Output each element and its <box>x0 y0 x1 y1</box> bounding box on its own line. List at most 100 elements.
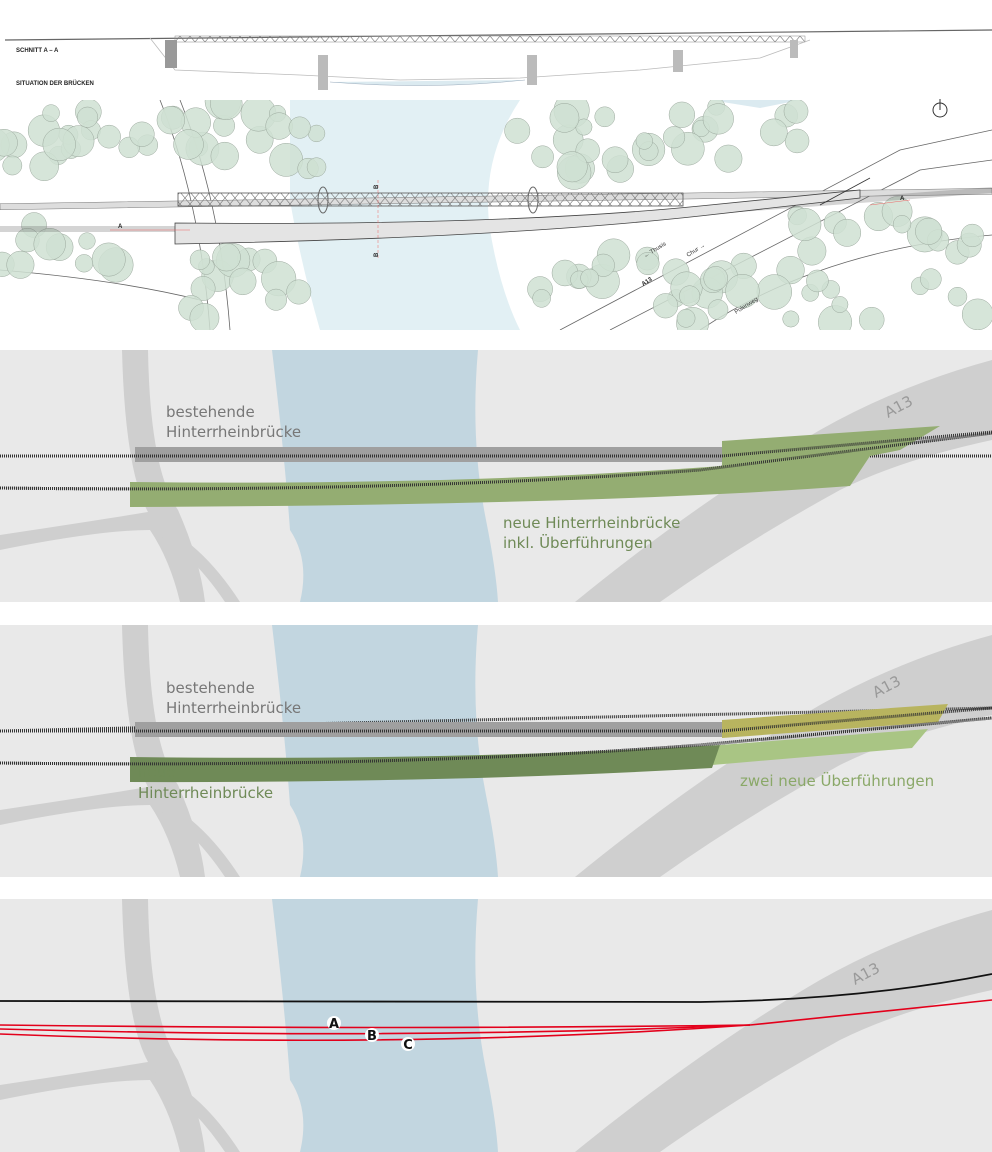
tree <box>33 228 66 261</box>
tree <box>601 146 629 174</box>
tree <box>707 299 729 320</box>
tree <box>265 288 287 311</box>
tree <box>549 103 580 133</box>
tree <box>78 232 96 250</box>
tree <box>635 132 653 150</box>
tree <box>797 236 827 266</box>
tree <box>156 106 185 135</box>
existing-alignment <box>0 973 992 1003</box>
tree <box>833 218 862 247</box>
tree <box>783 100 809 124</box>
tree <box>2 155 23 176</box>
tree <box>229 267 257 296</box>
svg-text:C: C <box>403 1038 413 1053</box>
label-new-line1: neue <box>138 763 175 781</box>
tree <box>189 303 220 330</box>
situation-plan: A A B B ← Thusis Chur → A13 Polenweg <box>0 100 992 330</box>
alignment-c-line <box>0 1024 751 1042</box>
tree <box>947 287 968 307</box>
tree <box>636 252 660 276</box>
tree <box>892 215 912 234</box>
label-new-line2: Hinterrheinbrücke <box>138 784 273 802</box>
tree <box>676 308 696 328</box>
panel-new-bridge-with-overpasses: bestehende Hinterrheinbrücke neue Hinter… <box>0 350 992 602</box>
tree <box>831 296 849 313</box>
tree <box>782 310 800 328</box>
situation-title: SITUATION DER BRÜCKEN <box>16 80 94 87</box>
tree <box>265 112 293 140</box>
label-existing-line1: bestehende <box>166 679 255 697</box>
section-elevation: SCHNITT A – A SITUATION DER BRÜCKEN <box>4 29 992 90</box>
tree <box>0 128 18 157</box>
tree <box>756 274 793 310</box>
tree <box>210 100 243 120</box>
panel-variant-two-overpasses: bestehende Hinterrheinbrücke neue Hinter… <box>0 625 992 877</box>
plan-drawing-panel: SCHNITT A – A SITUATION DER BRÜCKEN <box>0 0 992 332</box>
tree <box>531 145 554 169</box>
label-new-line1: neue Hinterrheinbrücke <box>503 514 680 532</box>
trees <box>0 100 992 330</box>
tree <box>714 144 743 173</box>
tree <box>760 118 788 147</box>
tree <box>806 269 829 293</box>
svg-text:A: A <box>329 1017 339 1032</box>
tree <box>306 157 327 177</box>
tree <box>915 217 943 245</box>
tree <box>668 101 696 128</box>
tree <box>788 208 822 242</box>
section-marker-b-bottom: B <box>374 252 380 257</box>
section-marker-b-top: B <box>374 184 380 189</box>
tree <box>42 127 76 162</box>
tree <box>288 116 311 139</box>
tree <box>97 124 121 149</box>
label-existing-line2: Hinterrheinbrücke <box>166 423 301 441</box>
tree <box>129 121 155 147</box>
panel-alignment-variants: A B C A13 <box>0 899 992 1152</box>
label-existing-line2: Hinterrheinbrücke <box>166 699 301 717</box>
tree <box>504 117 531 144</box>
tree <box>210 141 239 171</box>
alignment-c-marker: C <box>401 1037 415 1053</box>
tree <box>91 242 126 277</box>
north-arrow-icon <box>932 99 948 118</box>
tree <box>663 126 686 149</box>
tree <box>858 306 885 330</box>
tree <box>286 279 312 305</box>
tree <box>679 285 701 307</box>
road-a13-label: A13 <box>641 276 654 287</box>
alignment-b-marker: B <box>365 1028 379 1044</box>
tree <box>594 106 616 128</box>
tree <box>960 223 984 248</box>
tree <box>920 268 942 290</box>
tree <box>725 274 760 309</box>
section-title: SCHNITT A – A <box>16 48 59 54</box>
tree <box>591 253 615 277</box>
tree <box>190 276 216 301</box>
alignment-a-line <box>0 1024 751 1029</box>
tree <box>77 106 98 128</box>
alignment-a-marker: A <box>327 1016 341 1032</box>
label-existing-line1: bestehende <box>166 403 255 421</box>
tree <box>702 103 734 135</box>
tree <box>532 289 551 308</box>
section-marker-a-left: A <box>118 224 123 230</box>
overpass-south <box>712 729 928 765</box>
section-marker-a-right: A <box>900 196 905 202</box>
svg-text:B: B <box>367 1029 377 1044</box>
tree <box>556 151 588 183</box>
alignment-b-line <box>0 1024 751 1035</box>
tree <box>42 104 60 122</box>
label-overpasses: zwei neue Überführungen <box>740 771 934 790</box>
label-new-line2: inkl. Überführungen <box>503 533 653 552</box>
tree <box>212 242 241 272</box>
tree <box>580 268 599 288</box>
tree <box>6 250 35 279</box>
tree <box>189 249 211 270</box>
tree <box>269 143 304 177</box>
tree <box>961 298 992 330</box>
tree <box>75 254 94 273</box>
tree <box>173 129 204 160</box>
tree <box>652 293 679 319</box>
tree <box>703 266 728 291</box>
